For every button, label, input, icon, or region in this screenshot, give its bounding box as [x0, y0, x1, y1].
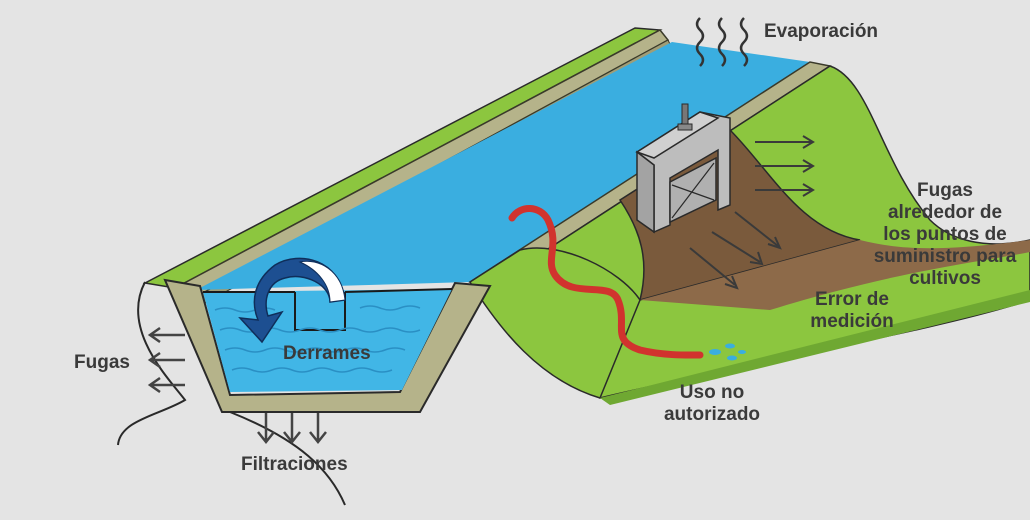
canal-cross-section-wall — [163, 278, 492, 413]
spill-arrow — [238, 257, 346, 344]
canal-water-surface — [196, 42, 810, 290]
label-delivery-leaks-2: alrededor de — [888, 202, 1002, 223]
water-line — [203, 288, 453, 293]
spill-arrow-highlight — [298, 260, 346, 303]
unauthorized-hose — [508, 205, 704, 359]
leak-arrows-left — [147, 326, 185, 394]
ground-line-bottom — [229, 411, 346, 506]
gate-flow-arrows — [689, 135, 815, 290]
evaporation-icon — [695, 17, 749, 67]
soil-strip — [640, 240, 1030, 310]
seepage-arrows — [257, 413, 327, 445]
label-spills: Derrames — [283, 343, 371, 364]
field-grass-edge — [600, 290, 1030, 405]
label-measurement-error-2: medición — [810, 311, 893, 332]
gate-structure — [635, 103, 731, 234]
label-delivery-leaks-4: suministro para — [874, 246, 1017, 267]
label-unauthorized-use-1: Uso no — [680, 382, 744, 403]
label-delivery-leaks-1: Fugas — [917, 180, 973, 201]
label-seepage: Filtraciones — [241, 454, 348, 475]
label-delivery-leaks-5: cultivos — [909, 268, 981, 289]
label-delivery-leaks-3: los puntos de — [883, 224, 1007, 245]
label-measurement-error-1: Error de — [815, 289, 889, 310]
label-unauthorized-use-2: autorizado — [664, 404, 760, 425]
label-evaporation: Evaporación — [764, 21, 878, 42]
label-leaks: Fugas — [74, 352, 130, 373]
water-spray-icon — [709, 343, 746, 361]
ground-line-left — [117, 281, 187, 446]
